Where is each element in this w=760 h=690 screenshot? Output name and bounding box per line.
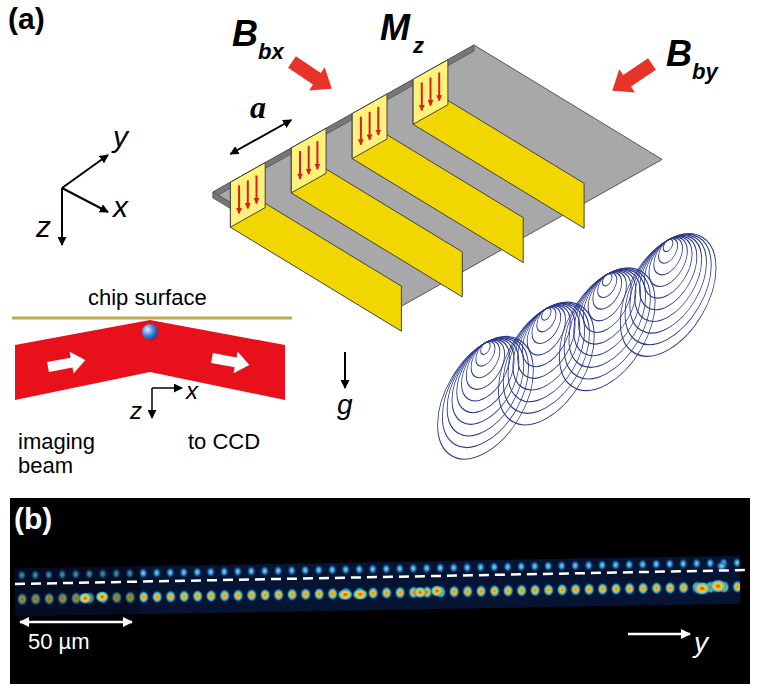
imaging-beam [15,320,285,400]
field-symbol: B [232,14,258,54]
subscript: by [692,60,718,84]
inset-axes [152,388,182,418]
bias-field-arrow [284,50,339,100]
magnet-bars [230,60,584,332]
axis-label: x [186,378,198,404]
period-label: a [250,90,266,125]
magnetization-arrows [239,73,439,214]
beam-label: imaging beam [18,430,118,478]
beam-label: to CCD [188,430,260,454]
magnetization-symbol: M [380,8,410,48]
field-symbol: B [666,34,692,74]
scale-bar [20,621,132,624]
axis-label: z [36,210,51,243]
panel-letter: (a) [8,2,45,35]
center-line [15,570,750,584]
gravity-label: g [337,390,353,421]
subscript: bx [258,40,284,64]
bias-field-arrow [604,52,659,102]
panel-letter: (b) [14,502,52,535]
subscript: z [413,34,424,58]
axis-label: y [694,628,708,659]
gravity-arrow [344,352,346,388]
axes [62,155,108,245]
period-arrow [230,120,291,154]
atom-cloud [142,324,158,340]
axis-label: z [130,398,142,424]
axis-label: y [113,120,128,153]
beam-direction-arrow [210,347,251,376]
beam-direction-arrow [46,349,87,378]
axis-label: x [113,190,128,223]
atom-lattice-image [15,549,741,622]
chip-plate [213,45,662,312]
field-contours [438,213,716,480]
absorption-image [10,498,750,684]
axis-arrow [628,633,690,636]
chip-surface-line [12,317,292,320]
surface-label: chip surface [88,286,207,310]
scale-label: 50 µm [28,630,90,654]
